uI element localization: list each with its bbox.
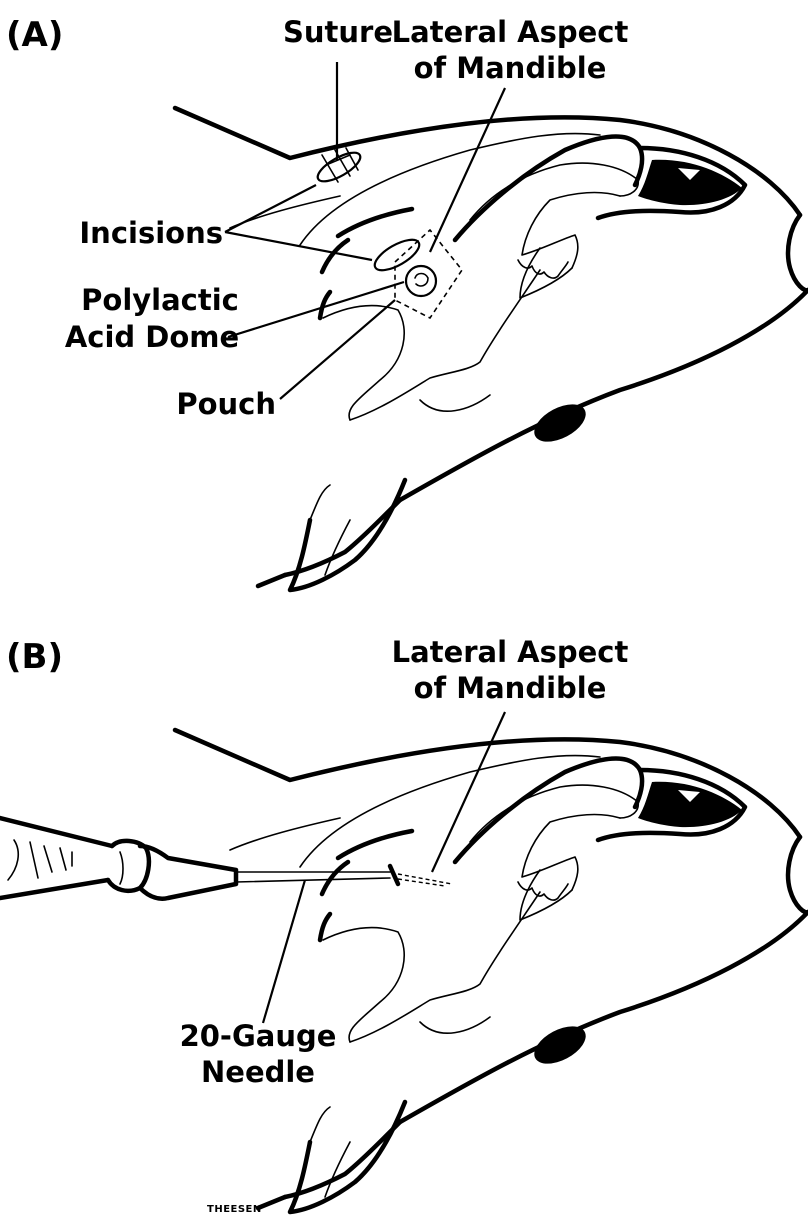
dome-label-line2: Acid Dome	[65, 320, 239, 354]
fish-head-drawing-b	[175, 730, 808, 1212]
lateral-aspect-label-b-line1: Lateral Aspect	[392, 635, 629, 669]
suture-incision	[314, 147, 365, 187]
panel-b: (B) Lateral Aspect of Mandible 20-Gauge …	[0, 635, 808, 1215]
incisions-label: Incisions	[79, 216, 223, 250]
dome-leader	[228, 282, 404, 337]
syringe	[0, 818, 236, 899]
polylactic-acid-dome	[406, 266, 436, 296]
pouch-outline	[395, 230, 462, 318]
fish-head-drawing-a	[175, 108, 808, 590]
artist-signature: THEESEN	[207, 1204, 262, 1215]
lateral-aspect-label-a-line2: of Mandible	[414, 51, 607, 85]
lateral-aspect-label-b-line2: of Mandible	[414, 671, 607, 705]
dome-label-line1: Polylactic	[81, 283, 239, 317]
suture-label: Suture	[283, 15, 393, 49]
lower-incision	[370, 234, 423, 276]
panel-a-label: (A)	[6, 15, 63, 55]
needle-label-line1: 20-Gauge	[180, 1019, 337, 1053]
incision-leader-1	[225, 185, 316, 232]
needle	[236, 866, 452, 886]
panel-b-label: (B)	[6, 637, 63, 677]
pouch-label: Pouch	[176, 387, 276, 421]
incision-leader-2	[225, 232, 372, 260]
needle-label-line2: Needle	[201, 1055, 315, 1089]
panel-a: (A) Suture Lateral Aspect of Mandible In…	[6, 15, 808, 590]
lateral-aspect-label-a-line1: Lateral Aspect	[392, 15, 629, 49]
needle-leader	[263, 880, 305, 1023]
